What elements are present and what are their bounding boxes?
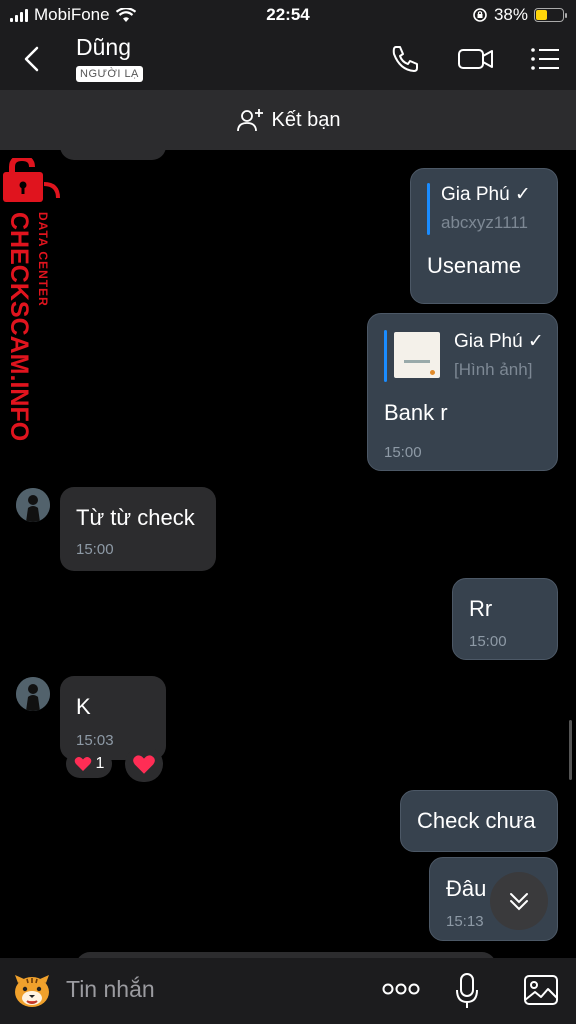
double-chevron-down-icon xyxy=(510,893,528,911)
scroll-to-bottom-button[interactable] xyxy=(490,872,548,930)
message-text: Đâu xyxy=(446,876,487,901)
message-list[interactable]: Gia Phú ✓ abcxyz1111 Usename Gia Phú ✓ [… xyxy=(0,150,576,958)
watermark-text-main: CHECKSCAM.INFO xyxy=(5,212,33,442)
avatar-figure-icon xyxy=(16,488,50,522)
status-bar: MobiFone 22:54 38% xyxy=(0,0,576,30)
message-time: 15:03 xyxy=(76,732,114,749)
reply-author: Gia Phú ✓ xyxy=(441,184,531,205)
message-text: Rr xyxy=(469,596,493,621)
battery-fill xyxy=(536,10,547,20)
microphone-icon[interactable] xyxy=(455,972,479,1010)
message-bubble-incoming[interactable]: Từ từ check 15:00 xyxy=(60,487,216,571)
reaction-count: 1 xyxy=(95,755,105,772)
back-icon[interactable] xyxy=(18,44,48,74)
message-bubble-partial xyxy=(76,952,496,958)
message-time: 15:00 xyxy=(384,444,422,461)
watermark-text-sub: DATA CENTER xyxy=(36,212,50,307)
reply-preview: [Hình ảnh] xyxy=(454,360,533,379)
carrier-label: MobiFone xyxy=(34,5,110,24)
avatar-figure-icon xyxy=(16,677,50,711)
message-bubble-outgoing[interactable]: Check chưa xyxy=(400,790,558,852)
message-text: Từ từ check xyxy=(76,505,195,530)
reply-quote-bar xyxy=(384,330,387,382)
menu-list-icon[interactable] xyxy=(528,42,562,76)
padlock-logo-icon xyxy=(3,154,60,202)
message-text: Bank r xyxy=(384,400,448,425)
add-user-icon xyxy=(236,109,263,132)
cellular-signal-icon xyxy=(10,8,28,22)
contact-avatar[interactable] xyxy=(16,677,50,711)
heart-icon xyxy=(74,757,91,771)
sticker-tiger-icon[interactable] xyxy=(12,973,52,1009)
reply-preview: abcxyz1111 xyxy=(441,213,528,232)
orientation-lock-icon xyxy=(473,8,487,22)
battery-icon xyxy=(534,8,567,22)
more-options-icon[interactable] xyxy=(382,982,420,996)
message-time: 15:13 xyxy=(446,913,484,930)
message-composer: Tin nhắn xyxy=(0,958,576,1024)
message-text: Check chưa xyxy=(417,808,536,833)
message-bubble-outgoing[interactable]: Gia Phú ✓ abcxyz1111 Usename xyxy=(410,168,558,304)
phone-call-icon[interactable] xyxy=(388,42,422,76)
status-time: 22:54 xyxy=(266,5,310,24)
add-reaction-button[interactable] xyxy=(125,746,163,782)
reply-quote-bar xyxy=(427,183,430,235)
battery-percent: 38% xyxy=(493,5,528,24)
reaction-summary[interactable]: 1 xyxy=(66,750,112,778)
message-time: 15:00 xyxy=(469,633,507,650)
message-input[interactable]: Tin nhắn xyxy=(66,976,155,1002)
message-bubble-outgoing[interactable]: Rr 15:00 xyxy=(452,578,558,660)
wifi-icon xyxy=(115,7,136,22)
contact-avatar[interactable] xyxy=(16,488,50,522)
add-friend-button[interactable]: Kết bạn xyxy=(0,90,576,150)
message-time: 15:00 xyxy=(76,541,114,558)
reply-image-thumbnail xyxy=(394,332,440,378)
chat-header: Dũng NGƯỜI LẠ xyxy=(0,30,576,90)
message-text: Usename xyxy=(427,253,522,278)
contact-name[interactable]: Dũng xyxy=(76,34,131,60)
scrollbar[interactable] xyxy=(569,720,572,780)
add-friend-label: Kết bạn xyxy=(271,108,341,131)
stranger-badge: NGƯỜI LẠ xyxy=(76,66,143,82)
video-call-icon[interactable] xyxy=(456,42,496,76)
message-bubble-outgoing[interactable]: Gia Phú ✓ [Hình ảnh] Bank r 15:00 xyxy=(367,313,558,471)
image-gallery-icon[interactable] xyxy=(523,974,559,1006)
checkscam-watermark: CHECKSCAM.INFO DATA CENTER xyxy=(2,154,62,442)
heart-icon xyxy=(133,754,155,774)
message-text: K xyxy=(76,694,91,719)
message-bubble-partial xyxy=(60,150,166,160)
reply-author: Gia Phú ✓ xyxy=(454,331,544,352)
